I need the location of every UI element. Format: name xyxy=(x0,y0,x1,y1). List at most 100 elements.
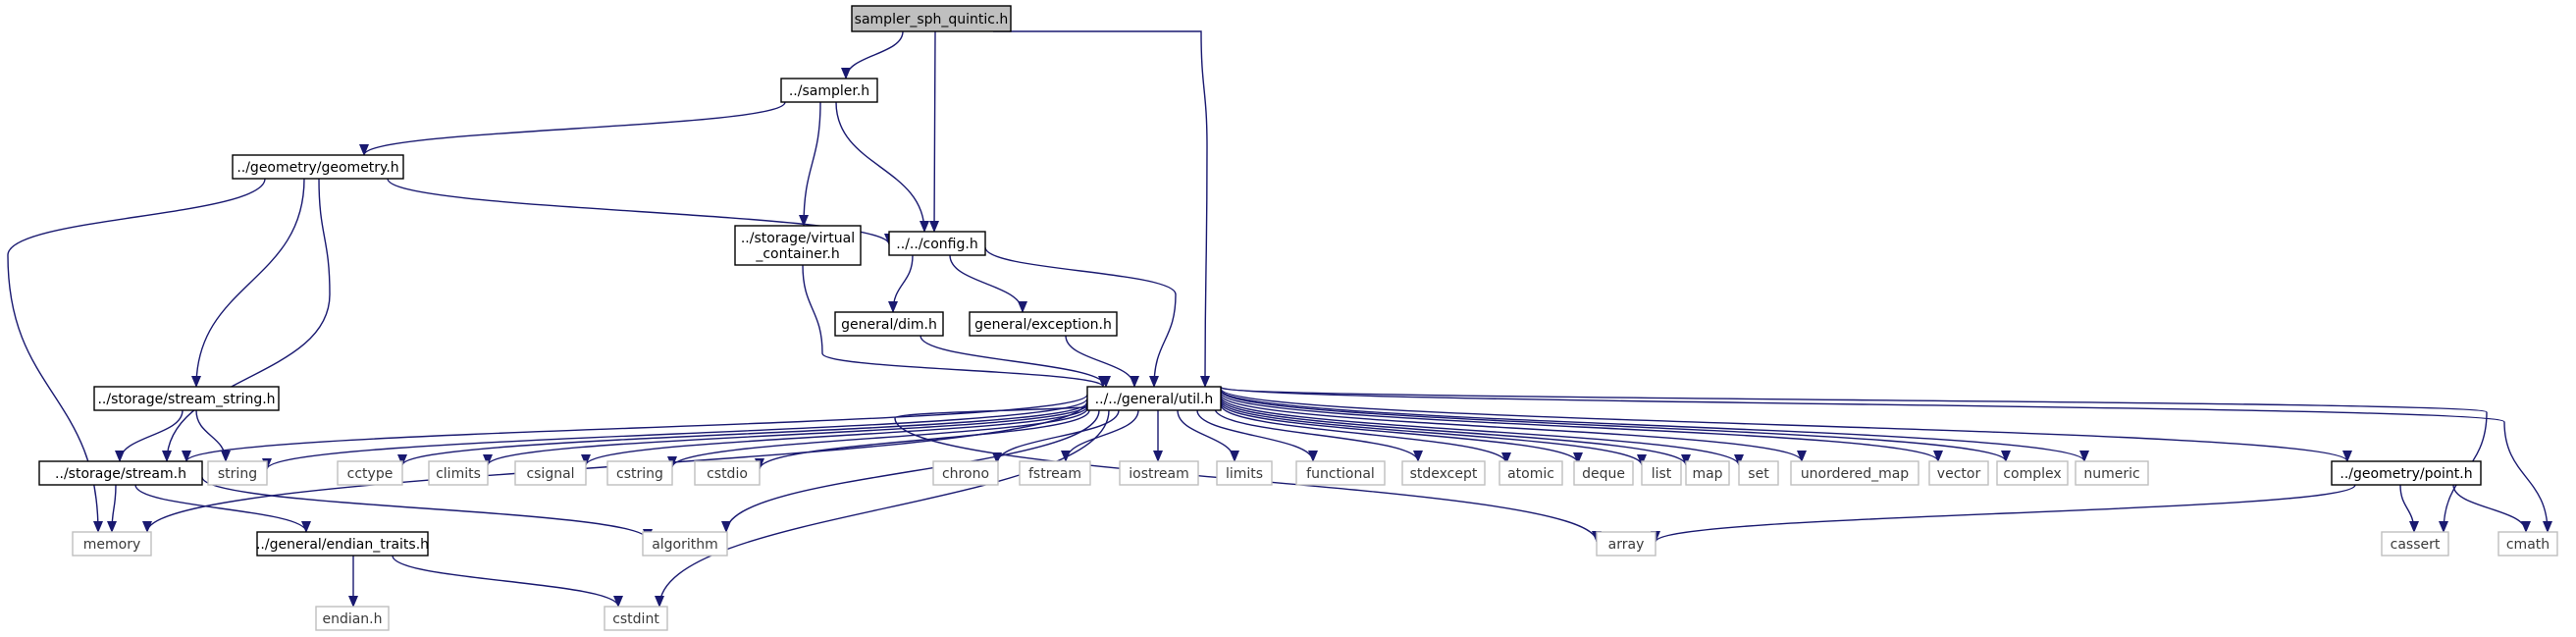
edge-util-to-atomic xyxy=(1220,403,1511,464)
edge-sampler-to-geometry xyxy=(359,101,786,156)
node-label: general/exception.h xyxy=(974,317,1112,333)
node-stdexcept: stdexcept xyxy=(1401,460,1486,486)
node-label: list xyxy=(1652,466,1672,482)
node-array: array xyxy=(1596,531,1656,557)
node-complex: complex xyxy=(1996,460,2069,486)
edge-util-to-deque xyxy=(1220,401,1583,464)
node-box xyxy=(1573,460,1634,486)
node-label: sampler_sph_quintic.h xyxy=(855,12,1009,27)
node-label: general/dim.h xyxy=(841,317,937,333)
node-config[interactable]: ../../config.h xyxy=(888,231,986,256)
node-label: memory xyxy=(83,537,141,553)
node-label: cstdint xyxy=(612,611,659,627)
node-map: map xyxy=(1685,460,1730,486)
node-label: set xyxy=(1748,466,1769,482)
node-fstream: fstream xyxy=(1019,460,1091,486)
node-list: list xyxy=(1641,460,1682,486)
node-box xyxy=(1641,460,1682,486)
node-box xyxy=(2497,531,2558,557)
node-box xyxy=(2075,460,2149,486)
node-label: ../geometry/point.h xyxy=(2339,466,2472,482)
node-point[interactable]: ../geometry/point.h xyxy=(2331,460,2482,486)
edge-util-to-cmath xyxy=(1220,386,2552,533)
node-limits: limits xyxy=(1216,460,1273,486)
edge-util-to-cassert xyxy=(1220,387,2488,533)
node-util[interactable]: ../../general/util.h xyxy=(1086,386,1222,411)
edge-sampler-to-virtual xyxy=(799,101,821,227)
node-label: ../storage/stream.h xyxy=(55,466,186,482)
edge-geometry-to-stream_string xyxy=(191,178,305,388)
node-box xyxy=(932,460,999,486)
edge-root-to-config xyxy=(929,30,940,233)
node-geometry[interactable]: ../geometry/geometry.h xyxy=(232,154,404,180)
edge-util-to-functional xyxy=(1196,409,1318,462)
node-label: complex xyxy=(2003,466,2061,482)
node-label: cstdio xyxy=(707,466,748,482)
node-box xyxy=(1685,460,1730,486)
edge-util-to-stdexcept xyxy=(1214,407,1423,462)
edge-point-to-array xyxy=(1651,484,2356,543)
node-box xyxy=(1019,460,1091,486)
node-label: ../../general/util.h xyxy=(1095,392,1214,407)
edge-root-to-util xyxy=(992,30,1211,388)
edge-dim-to-util xyxy=(920,335,1111,388)
node-box xyxy=(72,531,152,557)
edge-util-to-set xyxy=(1220,396,1744,466)
node-box xyxy=(1996,460,2069,486)
edge-config-to-exception xyxy=(949,254,1027,313)
node-box xyxy=(1401,460,1486,486)
node-label: fstream xyxy=(1028,466,1081,482)
node-box xyxy=(780,78,878,103)
node-label: array xyxy=(1608,537,1645,553)
node-sampler[interactable]: ../sampler.h xyxy=(780,78,878,103)
edge-util-to-limits xyxy=(1177,409,1239,462)
node-set: set xyxy=(1738,460,1779,486)
node-exception[interactable]: general/exception.h xyxy=(969,311,1118,337)
node-label: vector xyxy=(1937,466,1981,482)
edge-util-to-vector xyxy=(1220,392,1943,462)
edge-stream_string-to-stream xyxy=(115,409,184,462)
edge-stream-to-endian_traits xyxy=(134,484,311,533)
node-stream[interactable]: ../storage/stream.h xyxy=(38,460,203,486)
node-label: algorithm xyxy=(652,537,718,553)
edge-util-to-cstring xyxy=(667,407,1088,468)
node-stream-string[interactable]: ../storage/stream_string.h xyxy=(93,386,280,411)
edge-util-to-cstdint xyxy=(655,409,1110,608)
node-label: iostream xyxy=(1129,466,1189,482)
edge-point-to-cassert xyxy=(2399,484,2419,533)
node-box xyxy=(514,460,587,486)
node-dim[interactable]: general/dim.h xyxy=(834,311,944,337)
node-box xyxy=(1790,460,1919,486)
node-label: deque xyxy=(1582,466,1625,482)
nodes-layer: sampler_sph_quintic.h ../sampler.h ../geom… xyxy=(38,5,2558,631)
edge-config-to-util xyxy=(984,246,1177,388)
edge-stream_string-to-string xyxy=(195,409,231,462)
edge-stream-to-memory xyxy=(107,484,118,533)
edge-util-to-string xyxy=(262,398,1088,470)
node-label: ../geometry/geometry.h xyxy=(237,160,398,176)
node-virtual[interactable]: ../storage/virtual_container.h xyxy=(734,225,862,266)
node-endian-traits[interactable]: ../general/endian_traits.h xyxy=(256,531,429,557)
node-cmath: cmath xyxy=(2497,531,2558,557)
node-label: climits xyxy=(436,466,481,482)
node-box xyxy=(734,225,862,266)
node-root[interactable]: sampler_sph_quintic.h xyxy=(851,5,1012,32)
node-atomic: atomic xyxy=(1498,460,1563,486)
edge-util-to-cstdio xyxy=(755,409,1090,470)
node-box xyxy=(1738,460,1779,486)
node-box xyxy=(969,311,1118,337)
node-box xyxy=(256,531,429,557)
node-label: chrono xyxy=(942,466,989,482)
node-chrono: chrono xyxy=(932,460,999,486)
node-string: string xyxy=(207,460,268,486)
node-box xyxy=(606,460,673,486)
node-label: map xyxy=(1692,466,1722,482)
node-deque: deque xyxy=(1573,460,1634,486)
node-cstdio: cstdio xyxy=(694,460,761,486)
node-box xyxy=(642,531,728,557)
node-label: cmath xyxy=(2506,537,2550,553)
node-cstring: cstring xyxy=(606,460,673,486)
node-unordered-map: unordered_map xyxy=(1790,460,1919,486)
node-box xyxy=(38,460,203,486)
